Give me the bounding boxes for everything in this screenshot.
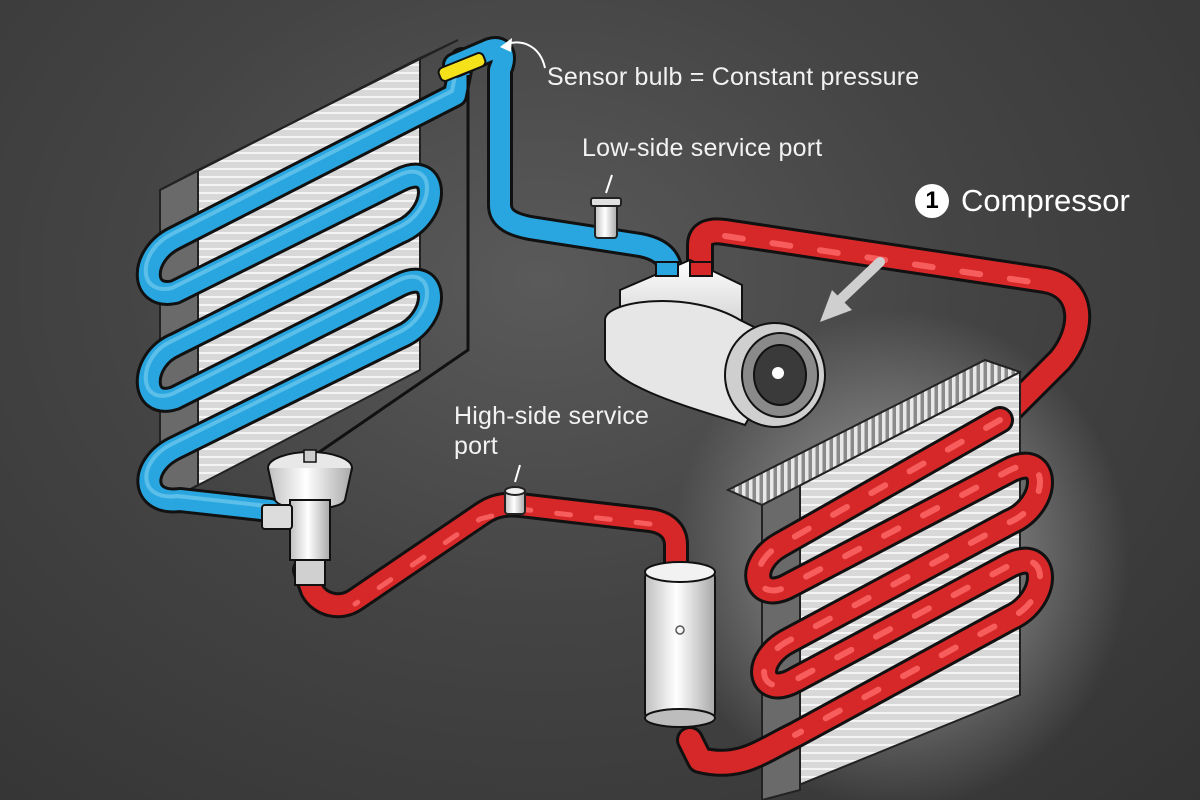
high-side-port-label: High-side service port — [454, 402, 650, 460]
high-side-port — [504, 486, 526, 515]
evaporator-coil — [135, 47, 475, 523]
step-badge: 1 Compressor — [915, 183, 1130, 219]
high-port-pointer — [514, 464, 521, 483]
sensor-capillary — [314, 75, 470, 457]
sensor-bulb — [437, 52, 487, 82]
liquid-line — [292, 491, 689, 619]
suction-line — [442, 36, 685, 298]
expansion-valve — [261, 449, 353, 586]
low-port-pointer — [605, 174, 613, 194]
condenser-coil — [676, 406, 1054, 777]
compressor — [604, 258, 826, 428]
step-label: Compressor — [961, 183, 1130, 218]
sensor-pointer-head — [500, 38, 512, 52]
discharge-line — [686, 217, 1092, 434]
receiver-drier — [644, 561, 716, 728]
low-side-port — [590, 197, 622, 239]
compressor-pointer — [820, 257, 885, 322]
low-side-port-label: Low-side service port — [582, 134, 823, 162]
step-number: 1 — [915, 184, 949, 218]
sensor-bulb-label: Sensor bulb = Constant pressure — [547, 63, 920, 91]
